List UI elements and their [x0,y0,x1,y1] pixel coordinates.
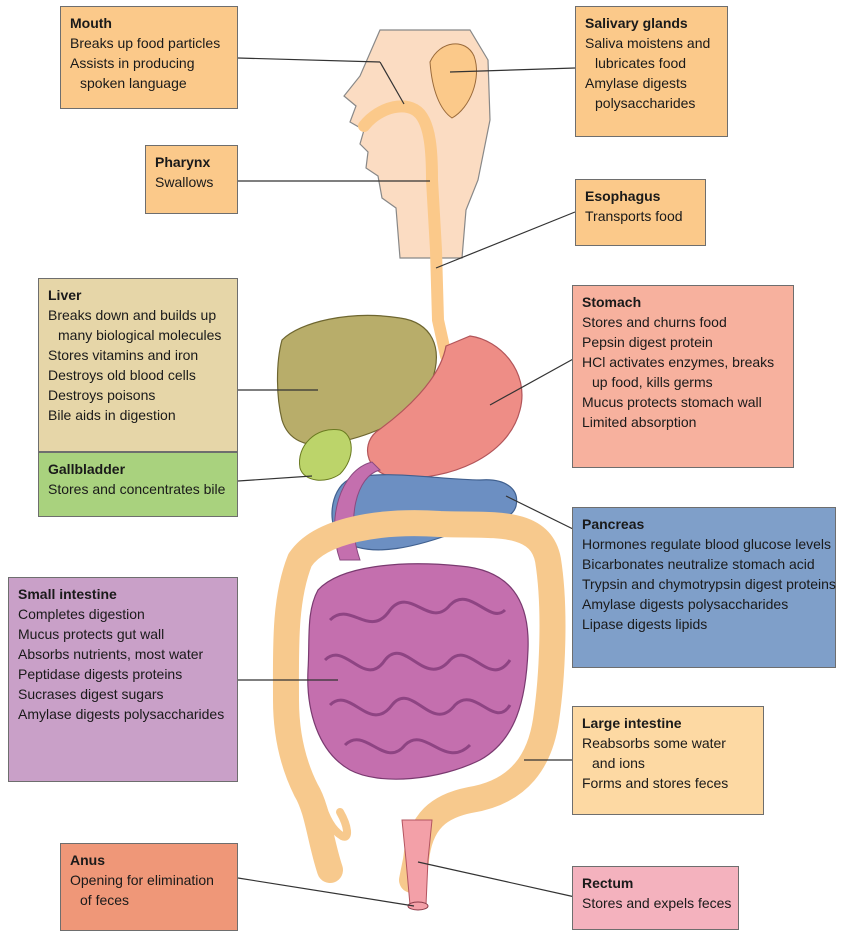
gallbladder-label-box: Gallbladder Stores and concentrates bile [38,452,238,517]
small-intestine-label-box: Small intestine Completes digestion Mucu… [8,577,238,782]
mouth-line-2: Assists in producing [70,53,228,73]
liver-line-3: Stores vitamins and iron [48,345,228,365]
stomach-line-6: Limited absorption [582,412,784,432]
salivary-glands-line-2: lubricates food [585,53,718,73]
salivary-glands-label-box: Salivary glands Saliva moistens and lubr… [575,6,728,137]
small-intestine-line-1: Completes digestion [18,604,228,624]
pancreas-line-1: Hormones regulate blood glucose levels [582,534,826,554]
salivary-glands-line-1: Saliva moistens and [585,33,718,53]
pancreas-line-2: Bicarbonates neutralize stomach acid [582,554,826,574]
large-intestine-title: Large intestine [582,713,754,733]
mouth-label-box: Mouth Breaks up food particles Assists i… [60,6,238,109]
pharynx-line-1: Swallows [155,172,228,192]
small-intestine-line-2: Mucus protects gut wall [18,624,228,644]
liver-title: Liver [48,285,228,305]
gallbladder-title: Gallbladder [48,459,228,479]
anus-line-1: Opening for elimination [70,870,228,890]
pharynx-title: Pharynx [155,152,228,172]
stomach-line-1: Stores and churns food [582,312,784,332]
stomach-title: Stomach [582,292,784,312]
large-intestine-line-3: Forms and stores feces [582,773,754,793]
small-intestine-line-6: Amylase digests polysaccharides [18,704,228,724]
leader-rectum [418,862,575,897]
small-intestine-line-4: Peptidase digests proteins [18,664,228,684]
stomach-line-2: Pepsin digest protein [582,332,784,352]
pancreas-line-5: Lipase digests lipids [582,614,826,634]
anus-label-box: Anus Opening for elimination of feces [60,843,238,931]
liver-line-5: Destroys poisons [48,385,228,405]
mouth-title: Mouth [70,13,228,33]
small-intestine [308,564,528,779]
anus-title: Anus [70,850,228,870]
esophagus-line-1: Transports food [585,206,696,226]
liver-line-2: many biological molecules [48,325,228,345]
large-intestine-line-1: Reabsorbs some water [582,733,754,753]
small-intestine-title: Small intestine [18,584,228,604]
stomach-line-3: HCl activates enzymes, breaks [582,352,784,372]
large-intestine-label-box: Large intestine Reabsorbs some water and… [572,706,764,815]
liver-line-1: Breaks down and builds up [48,305,228,325]
mouth-line-1: Breaks up food particles [70,33,228,53]
leader-mouth [238,58,380,62]
anus-line-2: of feces [70,890,228,910]
mouth-line-3: spoken language [70,73,228,93]
large-intestine-line-2: and ions [582,753,754,773]
rectum [402,820,432,905]
small-intestine-line-5: Sucrases digest sugars [18,684,228,704]
liver-line-6: Bile aids in digestion [48,405,228,425]
rectum-line-1: Stores and expels feces [582,893,729,913]
small-intestine-line-3: Absorbs nutrients, most water [18,644,228,664]
stomach-line-4: up food, kills germs [582,372,784,392]
pancreas-title: Pancreas [582,514,826,534]
salivary-glands-line-4: polysaccharides [585,93,718,113]
esophagus-title: Esophagus [585,186,696,206]
stomach-label-box: Stomach Stores and churns food Pepsin di… [572,285,794,468]
liver-label-box: Liver Breaks down and builds up many bio… [38,278,238,452]
liver-line-4: Destroys old blood cells [48,365,228,385]
rectum-label-box: Rectum Stores and expels feces [572,866,739,930]
salivary-glands-title: Salivary glands [585,13,718,33]
pancreas-line-4: Amylase digests polysaccharides [582,594,826,614]
gallbladder-line-1: Stores and concentrates bile [48,479,228,499]
stomach-line-5: Mucus protects stomach wall [582,392,784,412]
rectum-title: Rectum [582,873,729,893]
pancreas-label-box: Pancreas Hormones regulate blood glucose… [572,507,836,668]
pharynx-label-box: Pharynx Swallows [145,145,238,214]
esophagus-label-box: Esophagus Transports food [575,179,706,246]
leader-gallbladder [238,476,312,481]
salivary-glands-line-3: Amylase digests [585,73,718,93]
pancreas-line-3: Trypsin and chymotrypsin digest proteins [582,574,826,594]
